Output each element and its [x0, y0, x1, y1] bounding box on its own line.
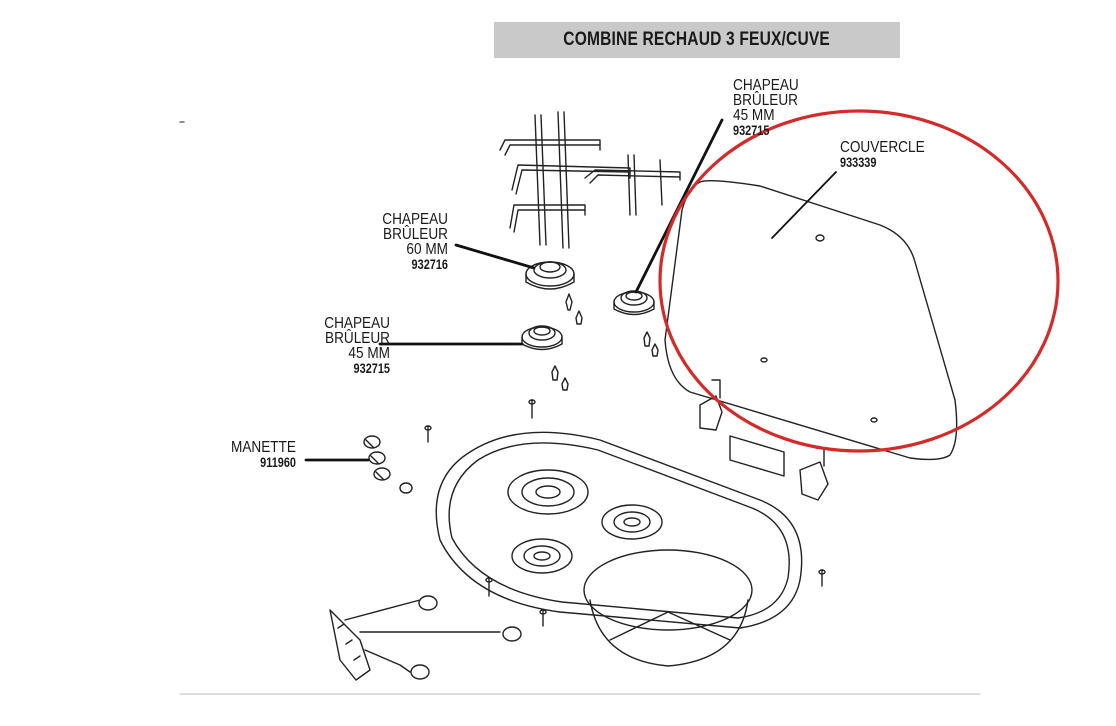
lid-panel — [664, 179, 958, 461]
callout-chapeau-60: CHAPEAU BRÛLEUR 60 MM 932716 — [382, 211, 448, 272]
callout-chapeau-45-top: CHAPEAU BRÛLEUR 45 MM 932715 — [733, 77, 799, 138]
small-parts — [424, 293, 826, 627]
burner-cap-60mm — [525, 261, 575, 290]
callout-chapeau-45-left: CHAPEAU BRÛLEUR 45 MM 932715 — [324, 315, 390, 376]
burner-cap-45mm-left — [521, 325, 563, 351]
diagram-title: COMBINE RECHAUD 3 FEUX/CUVE — [563, 29, 831, 50]
callout-couvercle: COUVERCLE 933339 — [840, 139, 925, 170]
stove-basin — [435, 431, 803, 667]
pan-support-right — [584, 154, 681, 216]
pan-support-left — [499, 111, 631, 249]
lid-hinges — [699, 379, 829, 501]
leader-lines — [304, 118, 724, 462]
burner-cap-45mm-right — [613, 290, 655, 316]
gas-valve-assembly — [329, 595, 522, 681]
control-knobs — [363, 435, 413, 494]
highlight-circle — [658, 109, 1060, 453]
diagram-title-bar: COMBINE RECHAUD 3 FEUX/CUVE — [494, 22, 900, 58]
callout-manette: MANETTE 911960 — [231, 439, 296, 470]
leader-line-couvercle — [771, 171, 837, 239]
